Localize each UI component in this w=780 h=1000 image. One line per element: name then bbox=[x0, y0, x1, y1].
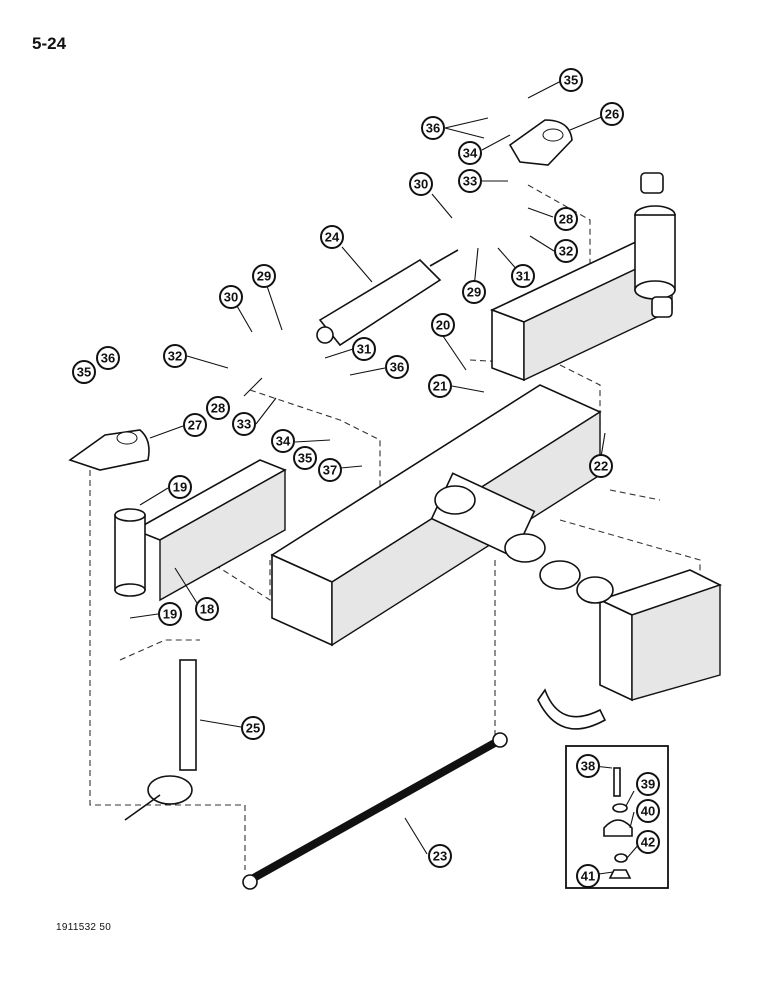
callout-29: 29 bbox=[252, 264, 276, 288]
callout-33: 33 bbox=[232, 412, 256, 436]
callout-38: 38 bbox=[576, 754, 600, 778]
steering-arm-left bbox=[68, 429, 150, 471]
svg-text:23: 23 bbox=[433, 849, 447, 864]
steering-arm-right bbox=[508, 119, 573, 166]
svg-text:18: 18 bbox=[200, 602, 214, 617]
svg-text:24: 24 bbox=[325, 230, 340, 245]
svg-text:40: 40 bbox=[641, 804, 655, 819]
callout-29: 29 bbox=[462, 280, 486, 304]
svg-text:35: 35 bbox=[77, 365, 91, 380]
callout-36: 36 bbox=[421, 116, 445, 140]
svg-text:32: 32 bbox=[168, 349, 182, 364]
callout-22: 22 bbox=[589, 454, 613, 478]
svg-text:22: 22 bbox=[594, 459, 608, 474]
svg-text:36: 36 bbox=[426, 121, 440, 136]
svg-text:33: 33 bbox=[237, 417, 251, 432]
svg-text:42: 42 bbox=[641, 835, 655, 850]
steering-spindle bbox=[124, 659, 197, 821]
svg-text:27: 27 bbox=[188, 418, 202, 433]
svg-text:31: 31 bbox=[516, 269, 530, 284]
svg-text:33: 33 bbox=[463, 174, 477, 189]
steering-cylinder bbox=[316, 249, 459, 347]
svg-text:28: 28 bbox=[211, 401, 225, 416]
svg-text:31: 31 bbox=[357, 342, 371, 357]
callout-34: 34 bbox=[458, 141, 482, 165]
callout-32: 32 bbox=[163, 344, 187, 368]
callout-32: 32 bbox=[554, 239, 578, 263]
svg-text:29: 29 bbox=[257, 269, 271, 284]
callout-24: 24 bbox=[320, 225, 344, 249]
callout-19: 19 bbox=[168, 475, 192, 499]
callout-34: 34 bbox=[271, 429, 295, 453]
svg-text:38: 38 bbox=[581, 759, 595, 774]
svg-text:36: 36 bbox=[101, 351, 115, 366]
svg-text:34: 34 bbox=[276, 434, 291, 449]
svg-text:28: 28 bbox=[559, 212, 573, 227]
callout-26: 26 bbox=[600, 102, 624, 126]
svg-text:35: 35 bbox=[564, 73, 578, 88]
main-axle-beam bbox=[270, 384, 602, 647]
callout-30: 30 bbox=[409, 172, 433, 196]
callout-21: 21 bbox=[428, 374, 452, 398]
callout-40: 40 bbox=[636, 799, 660, 823]
svg-text:34: 34 bbox=[463, 146, 478, 161]
svg-text:21: 21 bbox=[433, 379, 447, 394]
callout-23: 23 bbox=[428, 844, 452, 868]
callout-18: 18 bbox=[195, 597, 219, 621]
left-axle-extension bbox=[114, 459, 287, 602]
callout-31: 31 bbox=[352, 337, 376, 361]
callout-39: 39 bbox=[636, 772, 660, 796]
svg-text:30: 30 bbox=[414, 177, 428, 192]
figure-reference-code: 1911532 50 bbox=[56, 922, 112, 933]
leader-lines bbox=[129, 79, 641, 875]
callout-20: 20 bbox=[431, 313, 455, 337]
svg-text:20: 20 bbox=[436, 318, 450, 333]
svg-text:41: 41 bbox=[581, 869, 595, 884]
svg-text:30: 30 bbox=[224, 290, 238, 305]
callout-28: 28 bbox=[554, 207, 578, 231]
svg-text:39: 39 bbox=[641, 777, 655, 792]
callout-19: 19 bbox=[158, 602, 182, 626]
callout-36: 36 bbox=[385, 355, 409, 379]
callout-35: 35 bbox=[559, 68, 583, 92]
callout-33: 33 bbox=[458, 169, 482, 193]
callout-35: 35 bbox=[72, 360, 96, 384]
svg-text:26: 26 bbox=[605, 107, 619, 122]
svg-text:35: 35 bbox=[298, 451, 312, 466]
tie-rod bbox=[242, 732, 508, 890]
callout-27: 27 bbox=[183, 413, 207, 437]
page-number: 5-24 bbox=[32, 34, 67, 53]
callout-35: 35 bbox=[293, 446, 317, 470]
callout-31: 31 bbox=[511, 264, 535, 288]
right-axle-extension bbox=[489, 172, 676, 382]
svg-text:37: 37 bbox=[323, 463, 337, 478]
svg-text:19: 19 bbox=[163, 607, 177, 622]
axle-pivot-bracket bbox=[537, 560, 723, 730]
svg-text:25: 25 bbox=[246, 721, 260, 736]
svg-text:32: 32 bbox=[559, 244, 573, 259]
callout-42: 42 bbox=[636, 830, 660, 854]
callout-37: 37 bbox=[318, 458, 342, 482]
callout-25: 25 bbox=[241, 716, 265, 740]
callout-28: 28 bbox=[206, 396, 230, 420]
callout-36: 36 bbox=[96, 346, 120, 370]
callout-41: 41 bbox=[576, 864, 600, 888]
callout-30: 30 bbox=[219, 285, 243, 309]
svg-text:36: 36 bbox=[390, 360, 404, 375]
svg-text:19: 19 bbox=[173, 480, 187, 495]
svg-text:29: 29 bbox=[467, 285, 481, 300]
